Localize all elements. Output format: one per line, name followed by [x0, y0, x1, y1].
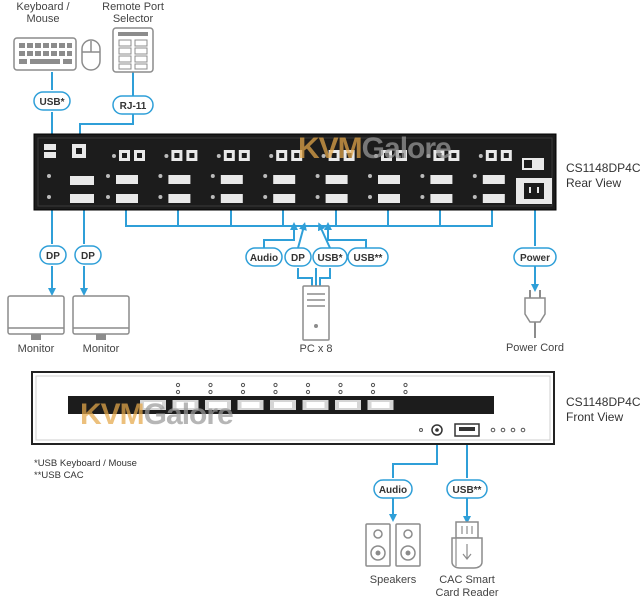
svg-text:DP: DP [81, 251, 95, 262]
pc-label: PC x 8 [299, 343, 332, 355]
console-dp-ports [70, 176, 94, 203]
svg-text:Power: Power [520, 253, 550, 264]
front-port-button[interactable] [335, 382, 376, 410]
remote-port-selector-label-1: Remote Port [102, 1, 164, 13]
footnote-2: **USB CAC [34, 470, 84, 481]
monitor-2-label: Monitor [83, 343, 120, 355]
svg-text:CS1148DP4C: CS1148DP4C [566, 395, 640, 409]
keyboard-mouse-label-2: Mouse [26, 13, 59, 25]
monitor-1-label: Monitor [18, 343, 55, 355]
rear-model-label: CS1148DP4C Rear View [566, 161, 640, 190]
keyboard-mouse-group: Keyboard / Mouse [13, 1, 101, 71]
rear-port-groups [106, 150, 512, 203]
tag-usb-kbm: USB* [33, 91, 71, 111]
svg-text:DP: DP [46, 251, 60, 262]
tag-audio-pc: Audio [245, 247, 283, 267]
svg-text:USB**: USB** [453, 485, 482, 496]
pc-group: PC x 8 [299, 285, 333, 355]
keyboard-icon [13, 37, 77, 71]
monitor-1: Monitor [7, 295, 65, 355]
front-port-button[interactable] [140, 382, 181, 410]
pc-dp-line [297, 222, 307, 249]
power-socket [516, 178, 552, 204]
front-port-button[interactable] [172, 382, 213, 410]
speakers-group: Speakers [365, 523, 421, 586]
cac-reader-label-2: Card Reader [436, 587, 499, 599]
front-leds [490, 427, 526, 433]
monitor-2: Monitor [72, 295, 130, 355]
svg-text:Audio: Audio [250, 253, 278, 264]
svg-text:USB*: USB* [39, 97, 64, 108]
front-audio-jack [419, 424, 443, 436]
svg-text:CS1148DP4C: CS1148DP4C [566, 161, 640, 175]
pc-audio-line [263, 222, 298, 248]
front-port-button[interactable] [302, 382, 343, 410]
svg-text:KVMGalore: KVMGalore [80, 398, 233, 431]
pc-tower-icon [302, 285, 330, 341]
power-cord-label: Power Cord [506, 342, 564, 354]
tag-dp-pc: DP [284, 247, 312, 267]
front-port-button[interactable] [237, 382, 278, 410]
speakers-label: Speakers [370, 574, 417, 586]
cac-reader-group: CAC Smart Card Reader [436, 521, 499, 599]
mouse-icon [81, 39, 101, 71]
svg-text:Rear View: Rear View [566, 176, 621, 190]
front-port-button[interactable] [270, 382, 311, 410]
front-device [31, 371, 555, 445]
svg-text:Front View: Front View [566, 410, 623, 424]
front-port-groups [140, 382, 408, 410]
svg-text:Audio: Audio [379, 485, 407, 496]
rear-port-group [420, 150, 460, 203]
rear-port-group [315, 150, 355, 203]
remote-port-selector-icon [112, 27, 154, 73]
tag-audio-front: Audio [373, 479, 413, 499]
rj11-cable [80, 72, 134, 140]
rear-port-group [210, 150, 250, 203]
rear-port-group [472, 150, 512, 203]
footnote-1: *USB Keyboard / Mouse [34, 458, 137, 469]
monitor-icon [7, 295, 65, 340]
svg-text:DP: DP [291, 253, 305, 264]
front-usb-port [454, 423, 480, 437]
svg-text:RJ-11: RJ-11 [120, 101, 147, 112]
remote-port-selector-group: Remote Port Selector [102, 1, 164, 73]
cac-reader-icon [451, 521, 483, 569]
svg-text:USB*: USB* [317, 253, 342, 264]
pc-tag-to-pc [297, 268, 331, 286]
watermark-front: KVMGalore [80, 398, 234, 431]
pc-bus [125, 200, 493, 227]
front-model-label: CS1148DP4C Front View [566, 395, 640, 424]
pc-usb-line-2 [318, 222, 331, 249]
svg-text:KVMGalore: KVMGalore [298, 132, 451, 165]
cac-reader-label-1: CAC Smart [439, 574, 495, 586]
rear-port-group [368, 150, 407, 203]
console-usb-ports [44, 144, 56, 158]
tag-usb-front: USB** [446, 479, 488, 499]
watermark-rear: KVMGalore [298, 132, 452, 165]
tag-power: Power [513, 247, 557, 267]
rear-port-group [158, 150, 198, 203]
front-port-button[interactable] [367, 382, 408, 410]
svg-text:USB**: USB** [354, 253, 383, 264]
front-port-button[interactable] [205, 382, 246, 410]
rear-port-group [263, 150, 303, 203]
monitor-icon [72, 295, 130, 340]
audio-front-cable [393, 438, 438, 518]
rear-port-group [106, 150, 145, 203]
keyboard-mouse-label-1: Keyboard / [16, 1, 70, 13]
remote-port-selector-label-2: Selector [113, 13, 154, 25]
cables [52, 72, 535, 520]
pc-usbcac-line [324, 222, 367, 248]
rear-device [33, 133, 557, 211]
tag-usb-cac-pc: USB** [347, 247, 389, 267]
speakers-icon [365, 523, 421, 567]
tag-usb-pc: USB* [312, 247, 348, 267]
tag-dp-left-2: DP [74, 245, 102, 265]
tag-dp-left-1: DP [39, 245, 67, 265]
tag-rj11: RJ-11 [112, 95, 154, 115]
pc-bus-drops [177, 200, 441, 226]
power-plug-icon [524, 290, 546, 338]
